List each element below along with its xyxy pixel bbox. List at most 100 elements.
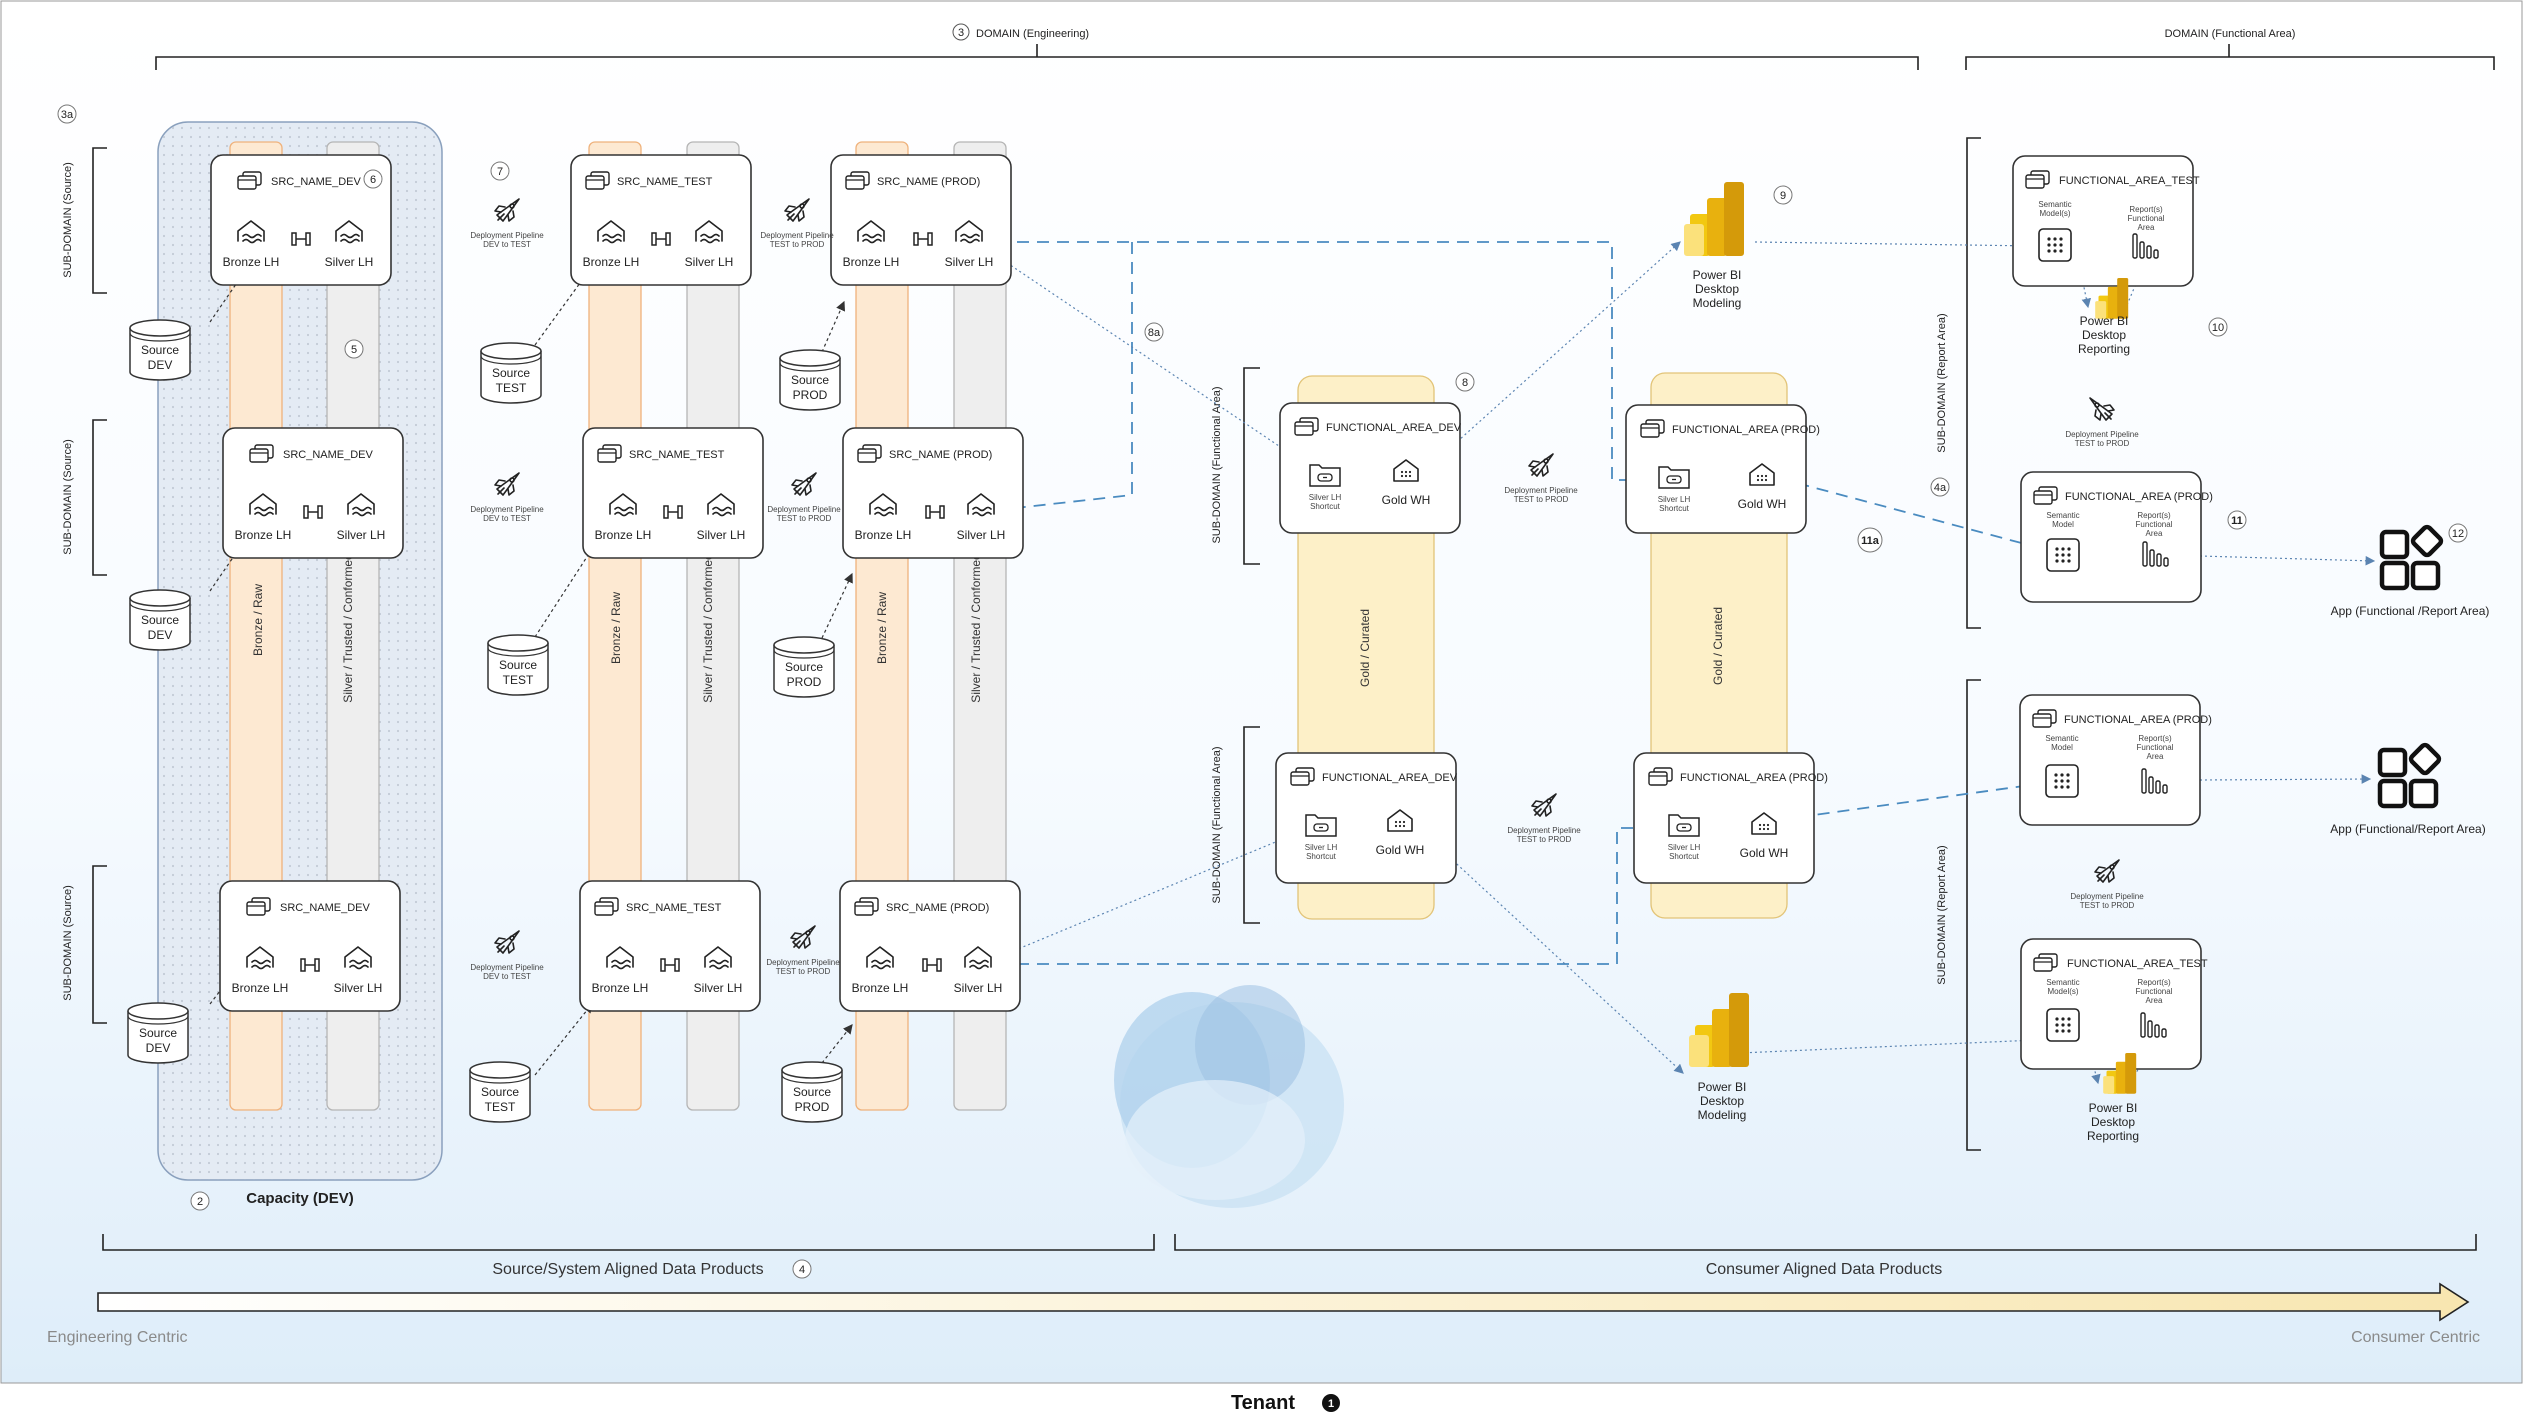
diagram-text: TEST (485, 1100, 516, 1114)
diagram-text: Functional (2137, 743, 2174, 752)
bronze-lh-label: Bronze LH (595, 528, 652, 542)
semantic-model-icon (2046, 1008, 2080, 1042)
diagram-text: Report(s) (2138, 734, 2172, 743)
source-prod-db: Source PROD (781, 1061, 843, 1123)
bronze-column-label: Bronze / Raw (609, 592, 623, 664)
bronze-lh-label: Bronze LH (592, 981, 649, 995)
prod-columns: Bronze / Raw Silver / Trusted / Conforme… (855, 141, 1007, 1111)
diagram-text: Power BI (1698, 1080, 1747, 1094)
functional-area-title: FUNCTIONAL_AREA_DEV (1326, 422, 1462, 434)
src-card-dev[interactable]: SRC_NAME_DEV Bronze LH Silver LH (222, 427, 404, 559)
diagram-text: Model(s) (2039, 209, 2070, 218)
bronze-lh-label: Bronze LH (583, 255, 640, 269)
gold-wh-label: Gold WH (1382, 493, 1431, 507)
src-card-dev[interactable]: SRC_NAME_DEV 6 Bronze LH Silver LH (210, 154, 392, 286)
diagram-text: Model (2051, 743, 2073, 752)
pipeline-test-to-prod[interactable]: Deployment Pipeline TEST to PROD (760, 198, 834, 249)
functional-area-prod-card[interactable]: FUNCTIONAL_AREA (PROD) Silver LH Shortcu… (1625, 404, 1820, 534)
diagram-text: Area (2146, 996, 2163, 1005)
badge-11a: 11a (1861, 535, 1880, 547)
functional-area-prod-report-card[interactable]: FUNCTIONAL_AREA (PROD) Semantic Model Re… (2019, 694, 2212, 826)
badge-9: 9 (1780, 190, 1786, 202)
src-card-prod[interactable]: SRC_NAME (PROD) Bronze LH Silver LH (830, 154, 1012, 286)
pipeline-test-to-prod[interactable]: Deployment Pipeline TEST to PROD (2070, 859, 2144, 910)
diagram-text: Desktop (2091, 1115, 2135, 1129)
badge-3a: 3a (61, 109, 74, 121)
diagram-text: TEST to PROD (770, 240, 825, 249)
diagram-text: Shortcut (1669, 852, 1700, 861)
src-card-test[interactable]: SRC_NAME_TEST Bronze LH Silver LH (582, 427, 764, 559)
diagram-text: Deployment Pipeline (766, 958, 840, 967)
diagram-text: Silver LH (1305, 843, 1338, 852)
powerbi-desktop-modeling[interactable]: Power BI Desktop Modeling (1684, 182, 1744, 310)
pipeline-test-to-prod[interactable]: Deployment Pipeline TEST to PROD (766, 925, 840, 976)
diagram-text: Deployment Pipeline (2070, 892, 2144, 901)
functional-area-dev-card[interactable]: FUNCTIONAL_AREA_DEV Silver LH Shortcut G… (1275, 752, 1458, 884)
fabric-logo-watermark (1114, 985, 1344, 1208)
diagram-text: Report(s) (2137, 511, 2171, 520)
silver-lh-label: Silver LH (334, 981, 383, 995)
diagram-text: Area (2138, 223, 2155, 232)
report-card-title: FUNCTIONAL_AREA_TEST (2059, 175, 2200, 187)
badge-4a: 4a (1934, 482, 1947, 494)
subdomain-source-brackets: SUB-DOMAIN (Source) SUB-DOMAIN (Source) … (62, 147, 107, 1024)
silver-lh-label: Silver LH (957, 528, 1006, 542)
pipeline-test-to-prod[interactable]: Deployment Pipeline TEST to PROD (767, 472, 841, 523)
bronze-column-label: Bronze / Raw (251, 584, 265, 656)
diagram-text: Model (2052, 520, 2074, 529)
diagram-text: SUB-DOMAIN (Source) (62, 162, 74, 278)
diagram-text: DEV (146, 1041, 171, 1055)
diagram-text: Functional (2136, 987, 2173, 996)
pipeline-test-to-prod[interactable]: Deployment Pipeline TEST to PROD (1507, 793, 1581, 844)
functional-area-prod-report-card[interactable]: FUNCTIONAL_AREA (PROD) Semantic Model Re… (2020, 471, 2213, 603)
diagram-text: Deployment Pipeline (470, 505, 544, 514)
diagram-text: Shortcut (1659, 504, 1690, 513)
test-columns: Bronze / Raw Silver / Trusted / Conforme… (588, 141, 740, 1111)
functional-area-title: FUNCTIONAL_AREA_DEV (1322, 772, 1458, 784)
diagram-text: DEV to TEST (483, 972, 531, 981)
src-card-prod[interactable]: SRC_NAME (PROD) Bronze LH Silver LH (842, 427, 1024, 559)
source-test-db: Source TEST (487, 634, 549, 696)
functional-area-test-report-card[interactable]: FUNCTIONAL_AREA_TEST Semantic Model(s) R… (2020, 938, 2208, 1070)
app-functional-report-area[interactable]: App (Functional/Report Area) (2330, 743, 2486, 836)
src-card-title: SRC_NAME_DEV (283, 449, 374, 461)
pipeline-dev-to-test[interactable]: Deployment Pipeline DEV to TEST (470, 472, 544, 523)
diagram-text: TEST to PROD (777, 514, 832, 523)
src-card-title: SRC_NAME_TEST (629, 449, 725, 461)
diagram-text: Deployment Pipeline (470, 231, 544, 240)
diagram-text: Report(s) (2129, 205, 2163, 214)
bronze-lh-label: Bronze LH (223, 255, 280, 269)
silver-column-label: Silver / Trusted / Conformed (969, 553, 983, 702)
diagram-text: TEST to PROD (776, 967, 831, 976)
prod-to-functional-connectors (997, 241, 2046, 965)
consumer-centric-label: Consumer Centric (2351, 1329, 2480, 1346)
pipeline-dev-to-test[interactable]: Deployment Pipeline DEV to TEST (470, 930, 544, 981)
diagram-text: Semantic (2046, 978, 2079, 987)
consumer-aligned-label: Consumer Aligned Data Products (1706, 1261, 1943, 1278)
src-card-dev[interactable]: SRC_NAME_DEV Bronze LH Silver LH (219, 880, 401, 1012)
pipeline-test-to-prod[interactable]: Deployment Pipeline TEST to PROD (1504, 453, 1578, 504)
src-card-test[interactable]: SRC_NAME_TEST Bronze LH Silver LH (579, 880, 761, 1012)
powerbi-desktop-modeling[interactable]: Power BI Desktop Modeling (1689, 993, 1749, 1122)
silver-lh-label: Silver LH (325, 255, 374, 269)
functional-area-dev-card[interactable]: FUNCTIONAL_AREA_DEV Silver LH Shortcut G… (1279, 402, 1462, 534)
semantic-model-icon (2045, 764, 2079, 798)
diagram-text: Functional (2136, 520, 2173, 529)
src-card-prod[interactable]: SRC_NAME (PROD) Bronze LH Silver LH (839, 880, 1021, 1012)
pipeline-test-to-prod[interactable]: Deployment Pipeline TEST to PROD (2065, 397, 2139, 448)
diagram-text: Source (793, 1085, 831, 1099)
functional-area-title: FUNCTIONAL_AREA (PROD) (1672, 424, 1820, 436)
app-functional-report-area[interactable]: App (Functional /Report Area) (2331, 525, 2490, 618)
engineering-domain-label: DOMAIN (Engineering) (976, 28, 1089, 40)
src-card-test[interactable]: SRC_NAME_TEST Bronze LH Silver LH (570, 154, 752, 286)
silver-column-label: Silver / Trusted / Conformed (341, 553, 355, 702)
source-dev-db: Source DEV (127, 1002, 189, 1064)
tenant-label: Tenant (1231, 1392, 1295, 1414)
functional-area-prod-card[interactable]: FUNCTIONAL_AREA (PROD) Silver LH Shortcu… (1633, 752, 1828, 884)
diagram-text: DEV (148, 628, 173, 642)
pipeline-dev-to-test[interactable]: Deployment Pipeline DEV to TEST (470, 198, 544, 249)
diagram-text: Source (481, 1085, 519, 1099)
functional-area-test-report-card[interactable]: FUNCTIONAL_AREA_TEST Semantic Model(s) R… (2012, 155, 2200, 287)
diagram-text: Functional (2128, 214, 2165, 223)
